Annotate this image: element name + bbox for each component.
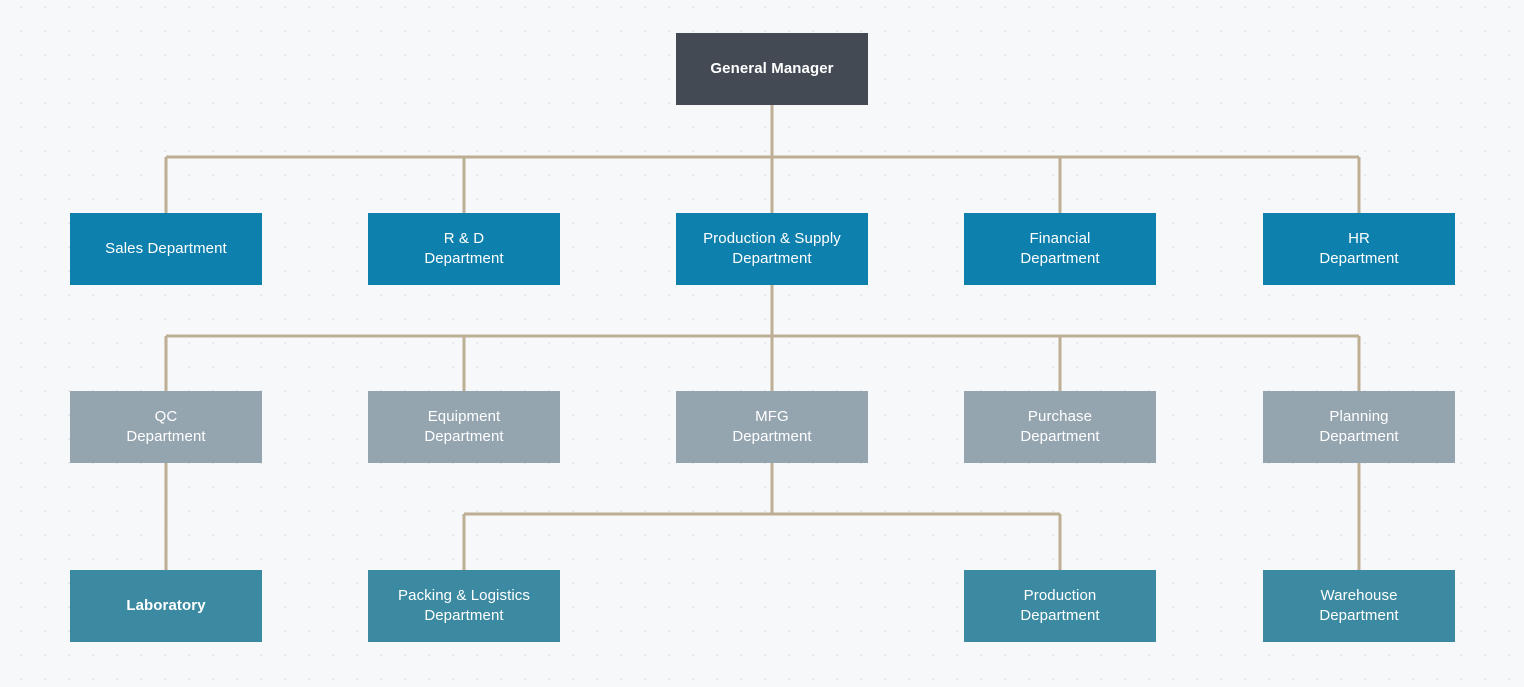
org-node-label: MFG Department [732, 408, 812, 445]
org-node-label: Sales Department [105, 240, 227, 257]
org-node-label: Production Department [1020, 587, 1100, 624]
org-node-label: Planning Department [1319, 408, 1399, 445]
org-node-label: HR Department [1319, 230, 1399, 267]
org-node-label: Financial Department [1020, 230, 1100, 267]
org-node-financial-department[interactable]: Financial Department [964, 213, 1156, 285]
org-node-label: R & D Department [424, 230, 504, 267]
org-node-qc-department[interactable]: QC Department [70, 391, 262, 463]
org-node-rd-department[interactable]: R & D Department [368, 213, 560, 285]
org-node-label: General Manager [710, 60, 834, 77]
org-node-hr-department[interactable]: HR Department [1263, 213, 1455, 285]
org-node-general-manager[interactable]: General Manager [676, 33, 868, 105]
org-node-packing-logistics-department[interactable]: Packing & Logistics Department [368, 570, 560, 642]
org-node-sales-department[interactable]: Sales Department [70, 213, 262, 285]
org-node-label: Laboratory [126, 597, 206, 614]
org-node-planning-department[interactable]: Planning Department [1263, 391, 1455, 463]
org-node-label: Production & Supply Department [703, 230, 841, 267]
org-node-label: Warehouse Department [1319, 587, 1399, 624]
org-node-label: Purchase Department [1020, 408, 1100, 445]
org-node-label: Equipment Department [424, 408, 504, 445]
org-node-label: Packing & Logistics Department [398, 587, 530, 624]
org-node-warehouse-department[interactable]: Warehouse Department [1263, 570, 1455, 642]
org-node-production-department[interactable]: Production Department [964, 570, 1156, 642]
org-node-equipment-department[interactable]: Equipment Department [368, 391, 560, 463]
org-node-production-supply-department[interactable]: Production & Supply Department [676, 213, 868, 285]
org-node-label: QC Department [126, 408, 206, 445]
org-node-purchase-department[interactable]: Purchase Department [964, 391, 1156, 463]
org-node-laboratory[interactable]: Laboratory [70, 570, 262, 642]
org-node-mfg-department[interactable]: MFG Department [676, 391, 868, 463]
